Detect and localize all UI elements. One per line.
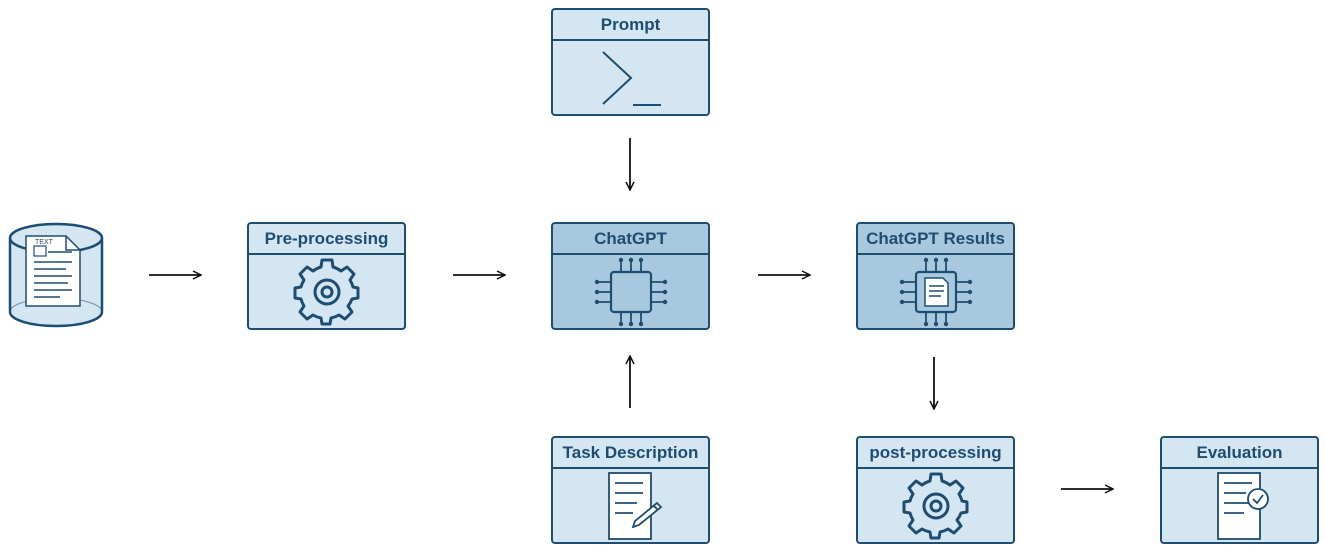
preprocessing-node: Pre-processing bbox=[247, 222, 406, 330]
chatgpt-results-node: ChatGPT Results bbox=[856, 222, 1015, 330]
chatgpt-node-title: ChatGPT bbox=[553, 224, 708, 255]
document-pen-icon bbox=[607, 471, 662, 540]
prompt-node-title: Prompt bbox=[553, 10, 708, 41]
cpu-document-icon bbox=[899, 257, 972, 326]
gear-icon bbox=[293, 258, 359, 325]
evaluation-node-title: Evaluation bbox=[1162, 438, 1317, 469]
document-icon bbox=[25, 235, 81, 307]
gear-icon bbox=[902, 472, 968, 539]
chatgpt-results-node-title: ChatGPT Results bbox=[858, 224, 1013, 255]
cpu-chip-icon bbox=[594, 257, 667, 326]
database-label: TEXT bbox=[35, 239, 54, 246]
evaluation-node: Evaluation bbox=[1160, 436, 1319, 544]
chatgpt-node: ChatGPT bbox=[551, 222, 710, 330]
postprocessing-node: post-processing bbox=[856, 436, 1015, 544]
prompt-node: Prompt bbox=[551, 8, 710, 116]
document-check-icon bbox=[1216, 471, 1269, 540]
preprocessing-node-title: Pre-processing bbox=[249, 224, 404, 255]
postprocessing-node-title: post-processing bbox=[858, 438, 1013, 469]
task-description-node: Task Description bbox=[551, 436, 710, 544]
task-description-node-title: Task Description bbox=[553, 438, 708, 469]
text-database-icon: TEXT bbox=[8, 222, 104, 328]
terminal-prompt-icon bbox=[601, 50, 661, 106]
